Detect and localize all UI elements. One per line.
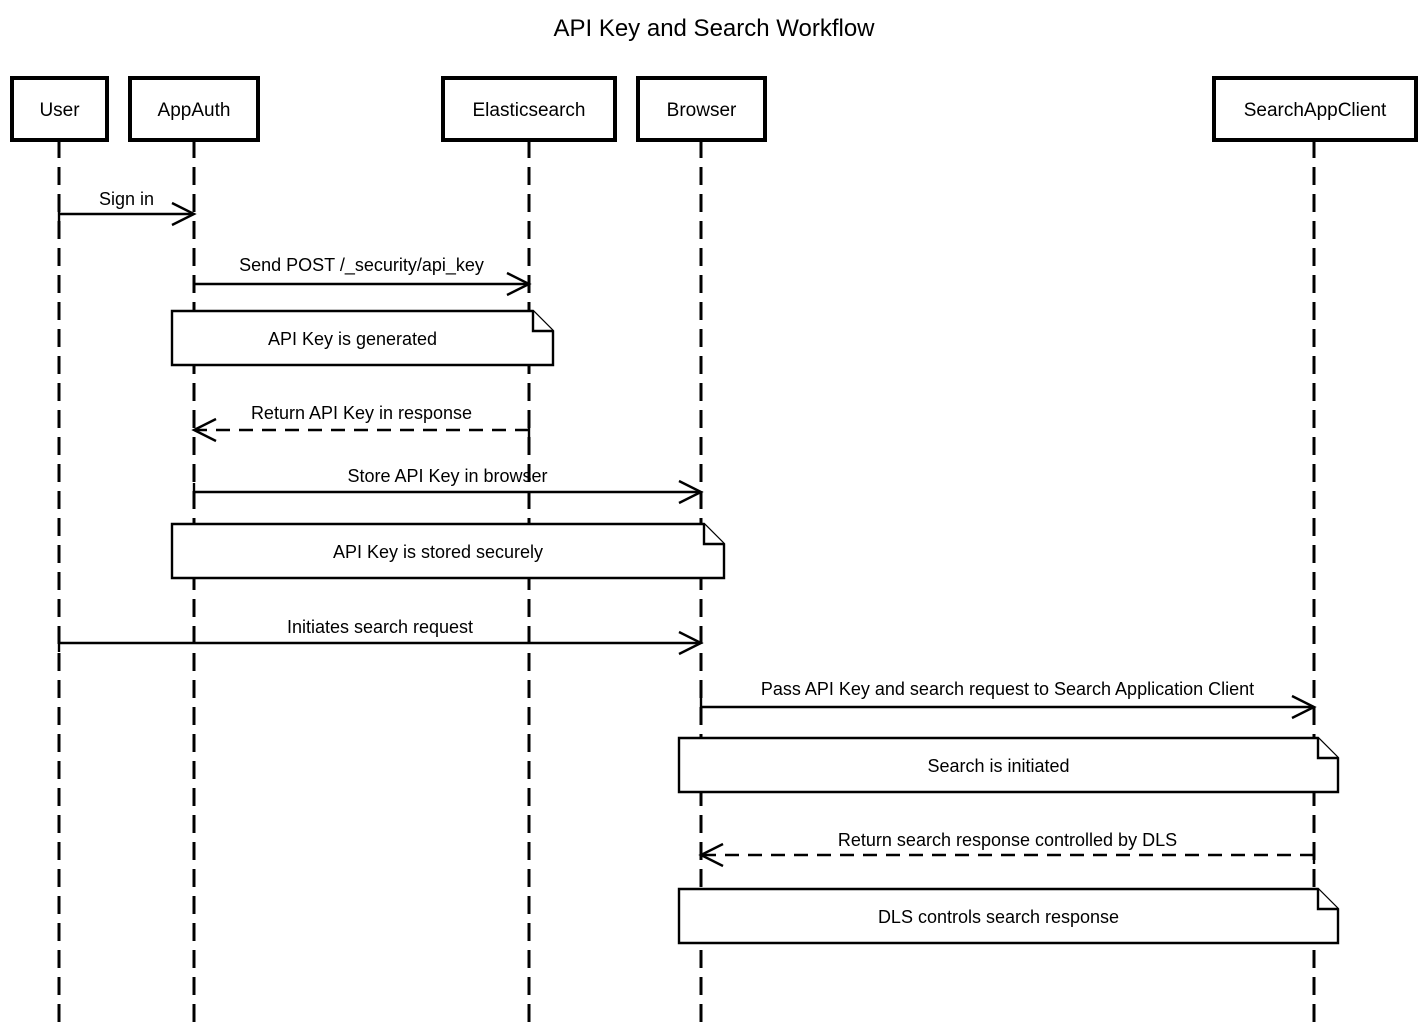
note-label-n1: API Key is generated xyxy=(268,329,437,349)
message-label-m3: Return API Key in response xyxy=(251,403,472,423)
participant-label-elastic: Elasticsearch xyxy=(473,100,586,121)
message-label-m5: Initiates search request xyxy=(287,617,473,637)
message-m6[interactable]: Pass API Key and search request to Searc… xyxy=(699,679,1317,720)
messages-group: Sign in Send POST /_security/api_keyRetur… xyxy=(57,189,1317,868)
participant-label-user: User xyxy=(39,100,80,121)
message-m7[interactable]: Return search response controlled by DLS xyxy=(698,830,1316,868)
message-arrowhead-m3 xyxy=(191,417,217,443)
message-arrowhead-m7 xyxy=(698,842,724,868)
participant-box-elastic xyxy=(441,76,617,142)
page-title: API Key and Search Workflow xyxy=(553,15,875,42)
note-n1: API Key is generated xyxy=(170,309,555,367)
note-fold-corner-n3 xyxy=(1316,738,1338,760)
message-m3[interactable]: Return API Key in response xyxy=(191,403,531,443)
message-arrowhead-m6 xyxy=(1291,694,1317,720)
participant-label-appauth: AppAuth xyxy=(158,100,231,121)
participant-box-user xyxy=(10,76,109,142)
note-label-n4: DLS controls search response xyxy=(878,907,1119,927)
note-n2: API Key is stored securely xyxy=(170,522,726,580)
message-label-m7: Return search response controlled by DLS xyxy=(838,830,1177,850)
message-arrowhead-m2 xyxy=(506,271,532,297)
participant-elastic[interactable]: Elasticsearch xyxy=(441,76,617,142)
participant-box-appauth xyxy=(128,76,260,142)
message-label-m1: Sign in xyxy=(99,189,154,209)
participant-box-searchapp xyxy=(1212,76,1418,142)
message-label-m2: Send POST /_security/api_key xyxy=(239,255,484,276)
note-shape-n1 xyxy=(170,309,555,367)
participant-appauth[interactable]: AppAuth xyxy=(128,76,260,142)
message-label-m4: Store API Key in browser xyxy=(347,466,547,486)
note-fold-corner-n1 xyxy=(531,311,553,333)
note-fold-corner-n4 xyxy=(1316,889,1338,911)
message-arrowhead-m4 xyxy=(678,479,704,505)
note-shape-n2 xyxy=(170,522,726,580)
note-shape-n3 xyxy=(677,736,1340,794)
message-arrowhead-m5 xyxy=(678,630,704,656)
message-m2[interactable]: Send POST /_security/api_key xyxy=(192,255,532,297)
note-label-n2: API Key is stored securely xyxy=(333,542,543,562)
note-n3: Search is initiated xyxy=(677,736,1340,794)
participant-searchapp[interactable]: SearchAppClient xyxy=(1212,76,1418,142)
participant-label-searchapp: SearchAppClient xyxy=(1244,100,1387,121)
message-arrowhead-m1 xyxy=(171,201,197,227)
message-m1[interactable]: Sign in xyxy=(57,189,197,227)
message-m5[interactable]: Initiates search request xyxy=(57,617,704,656)
note-label-n3: Search is initiated xyxy=(927,756,1069,776)
note-n4: DLS controls search response xyxy=(677,887,1340,945)
participant-label-browser: Browser xyxy=(667,100,737,121)
participant-box-browser xyxy=(636,76,767,142)
message-label-m6: Pass API Key and search request to Searc… xyxy=(761,679,1254,699)
participant-browser[interactable]: Browser xyxy=(636,76,767,142)
note-fold-corner-n2 xyxy=(702,524,724,546)
note-shape-n4 xyxy=(677,887,1340,945)
participant-user[interactable]: User xyxy=(10,76,109,142)
message-m4[interactable]: Store API Key in browser xyxy=(192,466,704,505)
participants-group: User AppAuth Elasticsearch Browser SearchApp… xyxy=(10,76,1418,142)
